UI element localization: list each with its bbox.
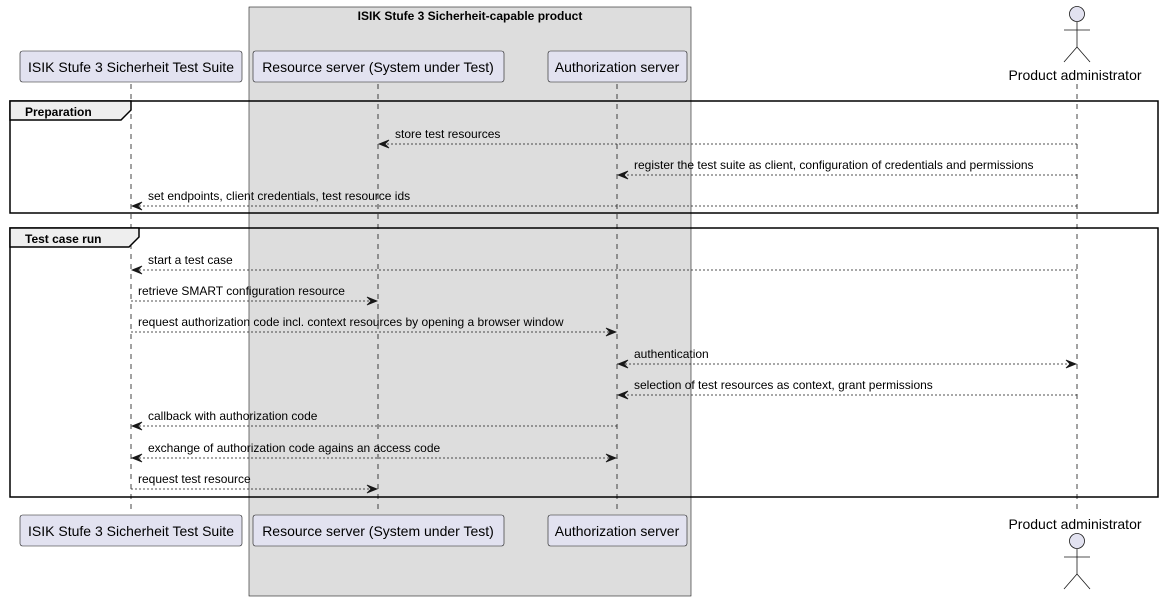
participant-test-suite-label: ISIK Stufe 3 Sicherheit Test Suite: [28, 59, 234, 75]
participant-resource-server-top: Resource server (System under Test): [252, 50, 505, 83]
arrowhead-icon: [605, 453, 618, 463]
message-arrow: set endpoints, client credentials, test …: [130, 189, 1077, 211]
arrowhead-icon: [366, 296, 379, 306]
participant-test-suite-label: ISIK Stufe 3 Sicherheit Test Suite: [28, 523, 234, 539]
message-label: start a test case: [148, 253, 233, 267]
group-test-case-run: Test case run: [9, 227, 1159, 498]
message-arrow: callback with authorization code: [130, 409, 617, 431]
message-arrow: request test resource: [131, 472, 379, 494]
participant-auth-server-label: Authorization server: [555, 523, 680, 539]
message-arrow: retrieve SMART configuration resource: [131, 284, 379, 306]
participant-auth-server-label: Authorization server: [555, 59, 680, 75]
arrowhead-icon: [130, 453, 143, 463]
participant-auth-server-bottom: Authorization server: [547, 514, 688, 547]
actor-head-icon: [1069, 6, 1085, 22]
arrowhead-icon: [130, 421, 143, 431]
message-label: register the test suite as client, confi…: [634, 158, 1034, 172]
message-label: set endpoints, client credentials, test …: [148, 189, 410, 203]
participant-test-suite-top: ISIK Stufe 3 Sicherheit Test Suite: [19, 50, 243, 83]
arrowhead-icon: [616, 359, 629, 369]
message-label: callback with authorization code: [148, 409, 318, 423]
message-arrow: register the test suite as client, confi…: [616, 158, 1077, 180]
product-box: [248, 6, 692, 597]
arrowhead-icon: [616, 170, 629, 180]
participant-auth-server-top: Authorization server: [547, 50, 688, 83]
actor-head-icon: [1069, 533, 1085, 549]
message-arrow: authentication: [616, 347, 1078, 369]
group-preparation: Preparation: [9, 100, 1159, 214]
arrowhead-icon: [616, 390, 629, 400]
message-label: retrieve SMART configuration resource: [138, 284, 345, 298]
arrowhead-icon: [366, 484, 379, 494]
participant-resource-server-bottom: Resource server (System under Test): [252, 514, 505, 547]
message-arrow: request authorization code incl. context…: [131, 315, 618, 337]
arrowhead-icon: [377, 139, 390, 149]
actor-admin-top: Product administrator: [1008, 6, 1142, 83]
participant-resource-server-label: Resource server (System under Test): [262, 59, 494, 75]
group-test-case-run-label: Test case run: [25, 232, 101, 246]
message-arrow: exchange of authorization code agains an…: [130, 441, 618, 463]
product-box-title: ISIK Stufe 3 Sicherheit-capable product: [358, 9, 583, 23]
actor-admin-label: Product administrator: [1008, 516, 1141, 532]
arrowhead-icon: [130, 201, 143, 211]
message-label: store test resources: [395, 127, 500, 141]
message-arrow: selection of test resources as context, …: [616, 378, 1077, 400]
message-label: request authorization code incl. context…: [138, 315, 564, 329]
group-preparation-label: Preparation: [25, 105, 92, 119]
arrowhead-icon: [605, 327, 618, 337]
arrowhead-icon: [130, 265, 143, 275]
arrowhead-icon: [1065, 359, 1078, 369]
message-arrow: start a test case: [130, 253, 1077, 275]
message-label: authentication: [634, 347, 709, 361]
messages: store test resources register the test su…: [130, 127, 1078, 494]
participant-test-suite-bottom: ISIK Stufe 3 Sicherheit Test Suite: [19, 514, 243, 547]
message-arrow: store test resources: [377, 127, 1077, 149]
actor-admin-label: Product administrator: [1008, 67, 1141, 83]
message-label: exchange of authorization code agains an…: [148, 441, 441, 455]
message-label: selection of test resources as context, …: [634, 378, 933, 392]
actor-admin-bottom: Product administrator: [1008, 516, 1142, 590]
participant-resource-server-label: Resource server (System under Test): [262, 523, 494, 539]
message-label: request test resource: [138, 472, 251, 486]
